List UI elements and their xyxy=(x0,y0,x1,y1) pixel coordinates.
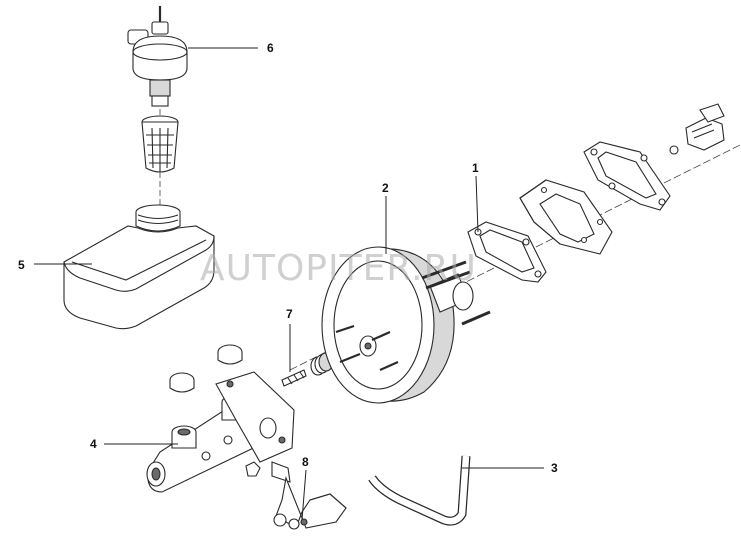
master-cylinder-part xyxy=(146,344,295,493)
reservoir-tank-part xyxy=(63,204,215,330)
callout-4: 4 xyxy=(90,437,97,451)
callout-3: 3 xyxy=(551,461,558,475)
reservoir-cap-part xyxy=(127,6,188,107)
second-gasket-part xyxy=(583,141,671,211)
clevis-part xyxy=(669,103,725,155)
push-rod-spring-part xyxy=(281,352,334,387)
callout-1: 1 xyxy=(472,161,479,175)
callout-5: 5 xyxy=(18,258,25,272)
vacuum-hose-part xyxy=(368,455,471,526)
callout-6: 6 xyxy=(267,41,274,55)
leader-lines xyxy=(34,47,544,521)
spacer-block-part xyxy=(519,179,613,255)
watermark-text: AUTOPITER.RU xyxy=(200,248,477,289)
callout-7: 7 xyxy=(286,307,293,321)
callout-8: 8 xyxy=(302,455,309,469)
filter-strainer-part xyxy=(141,115,179,173)
gasket-part xyxy=(467,221,547,283)
callout-2: 2 xyxy=(382,181,389,195)
bracket-part xyxy=(271,461,347,530)
vacuum-booster-part xyxy=(321,246,491,404)
